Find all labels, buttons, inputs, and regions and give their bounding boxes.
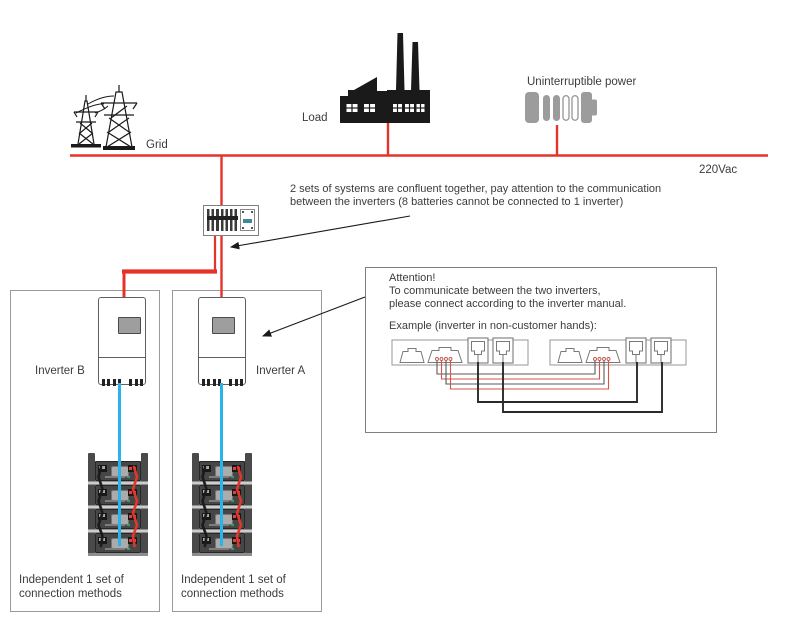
inverter-b-screen — [118, 317, 141, 334]
system-a-caption: Independent 1 set of connection methods — [181, 574, 286, 601]
battery-module — [95, 461, 141, 481]
battery-module — [95, 485, 141, 505]
inverter-a-ports — [202, 379, 244, 386]
battery-module — [199, 509, 245, 529]
confluence-note-line2: between the inverters (8 batteries canno… — [290, 196, 624, 208]
inverter-a-unit — [198, 297, 246, 386]
battery-module — [199, 461, 245, 481]
battery-rack-a — [192, 453, 252, 556]
inverter-b-unit — [98, 297, 146, 386]
meter-dot — [242, 211, 244, 213]
battery-module — [95, 509, 141, 529]
attention-example-label: Example (inverter in non-customer hands)… — [389, 320, 597, 332]
load-label: Load — [302, 112, 328, 124]
ups-label: Uninterruptible power — [527, 76, 637, 88]
transmission-towers-icon — [71, 85, 138, 150]
meter-dot — [251, 211, 253, 213]
caption-line2: connection methods — [181, 587, 284, 600]
rack-rail — [245, 453, 252, 556]
inverter-a-label: Inverter A — [256, 365, 306, 377]
rack-rail — [88, 453, 95, 556]
inverter-b-ports — [102, 379, 144, 386]
system-a-container: Independent 1 set of connection methods — [172, 290, 322, 612]
factory-icon — [340, 33, 430, 123]
inverter-a-divider — [199, 357, 245, 358]
meter-dot — [242, 227, 244, 229]
inverter-b-label: Inverter B — [35, 365, 85, 377]
battery-rack-b — [88, 453, 148, 556]
battery-ups-icon — [525, 92, 597, 123]
attention-title: Attention! — [389, 272, 436, 284]
caption-line1: Independent 1 set of — [19, 574, 124, 586]
meter-display — [243, 219, 252, 223]
inverter-b-divider — [99, 357, 145, 358]
battery-module — [199, 485, 245, 505]
meter-dot — [251, 227, 253, 229]
breaker-band — [207, 216, 238, 220]
battery-module — [95, 533, 141, 553]
distribution-box — [203, 205, 259, 236]
rack-rail — [192, 453, 199, 556]
grid-label: Grid — [146, 139, 168, 151]
rack-base — [88, 553, 148, 556]
confluence-note-line1: 2 sets of systems are confluent together… — [290, 183, 662, 195]
rack-rail — [141, 453, 148, 556]
battery-module — [199, 533, 245, 553]
inverter-a-screen — [212, 317, 235, 334]
attention-body2: please connect according to the inverter… — [389, 298, 627, 310]
rack-base — [192, 553, 252, 556]
attention-box: Attention! To communicate between the tw… — [365, 267, 717, 433]
voltage-label: 220Vac — [699, 164, 738, 176]
system-b-caption: Independent 1 set of connection methods — [19, 574, 124, 601]
caption-line2: connection methods — [19, 587, 122, 600]
confluence-note: 2 sets of systems are confluent together… — [290, 183, 661, 209]
breaker-meter — [240, 209, 255, 231]
breaker-modules-icon — [207, 209, 238, 231]
attention-body1: To communicate between the two inverters… — [389, 285, 601, 297]
caption-line1: Independent 1 set of — [181, 574, 286, 586]
